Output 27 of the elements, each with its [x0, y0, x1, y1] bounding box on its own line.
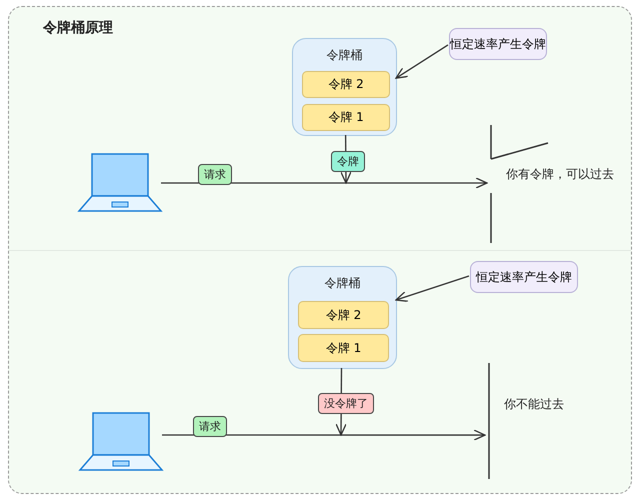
arrow: [162, 429, 486, 441]
token-box: 令牌 2: [302, 71, 390, 98]
edge-label: 请求: [198, 164, 232, 185]
token-box: 令牌 1: [302, 104, 390, 131]
panel: [8, 6, 632, 494]
arrow: [335, 368, 347, 436]
token-box: 令牌 2: [298, 301, 389, 329]
laptop-icon: [79, 412, 163, 472]
arrow: [395, 275, 470, 302]
gate-caption: 你有令牌，可以过去: [506, 166, 614, 183]
bucket-box: [288, 266, 397, 369]
gate-caption: 你不能过去: [504, 396, 564, 413]
token-box: 令牌 1: [298, 334, 389, 362]
rate-box: 恒定速率产生令牌: [470, 261, 578, 293]
bucket-title: 令牌桶: [326, 47, 364, 64]
edge-label: 令牌: [331, 151, 365, 172]
edge-label: 请求: [193, 416, 227, 437]
bucket-title: 令牌桶: [324, 275, 362, 292]
panel-title: 令牌桶原理: [43, 19, 113, 37]
rate-box: 恒定速率产生令牌: [449, 28, 547, 60]
edge-label: 没令牌了: [318, 393, 374, 414]
arrow: [395, 44, 448, 79]
arrow: [161, 177, 488, 189]
gate-drawing: [486, 363, 492, 479]
laptop-icon: [78, 153, 162, 215]
arrow: [340, 135, 352, 184]
bucket-box: [292, 38, 397, 136]
